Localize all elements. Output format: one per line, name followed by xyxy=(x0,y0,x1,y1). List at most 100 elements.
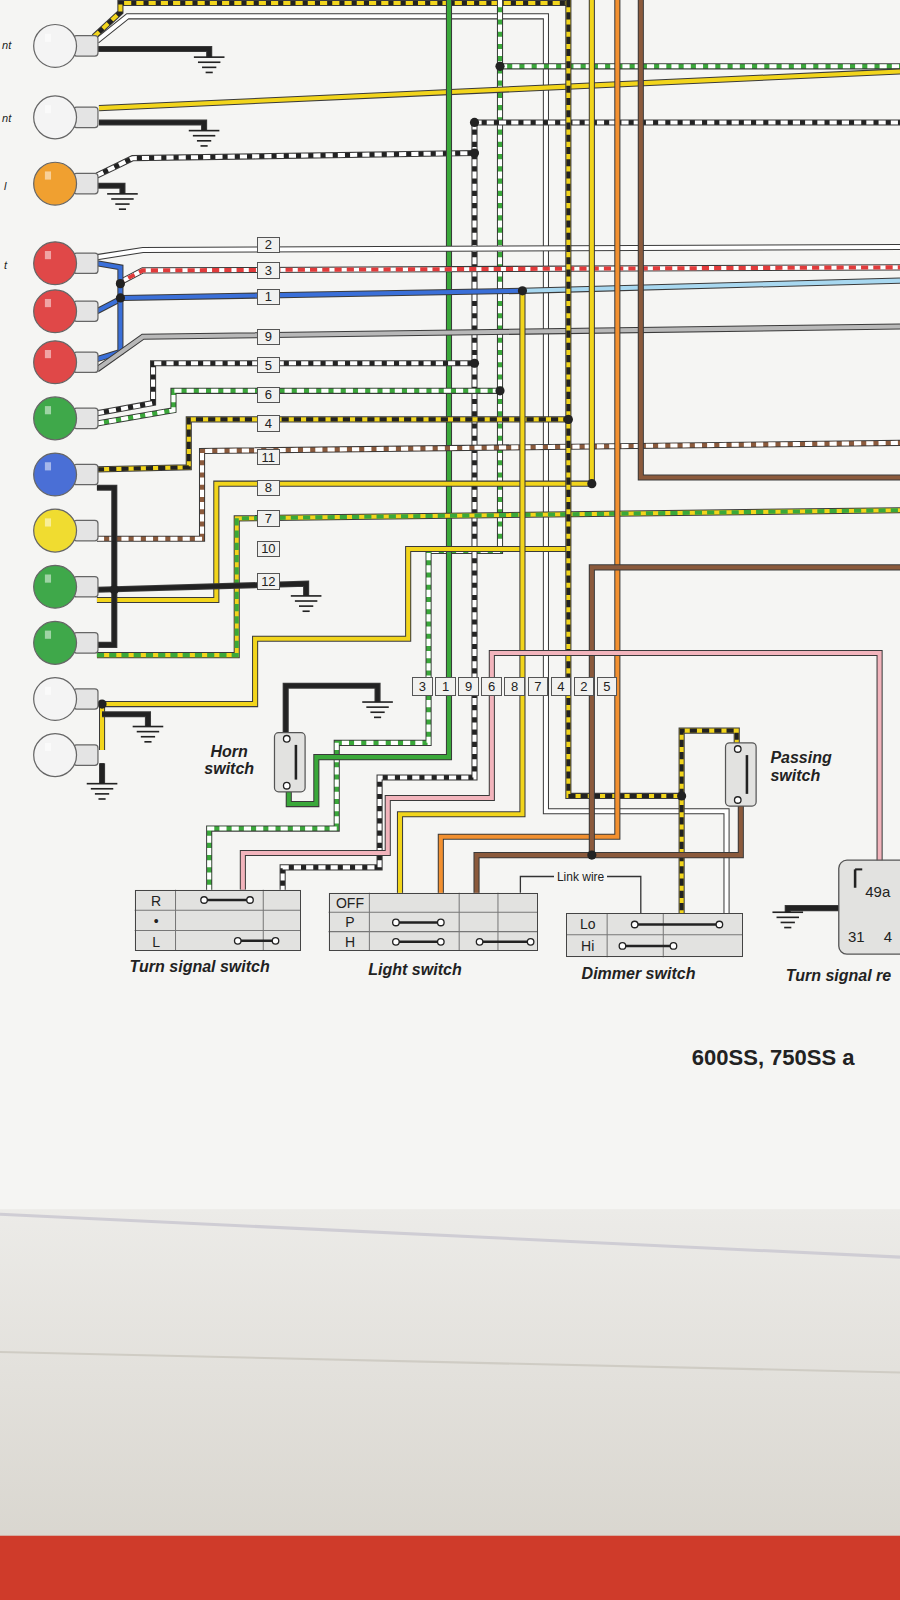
switch-box: R•LTurn signal switch xyxy=(135,890,301,951)
switch-box: OFFPHLight switch xyxy=(329,893,538,951)
switch-label: Light switch xyxy=(368,961,461,979)
tag-number: 12 xyxy=(261,574,275,589)
tag-number: 2 xyxy=(580,679,587,694)
wire xyxy=(99,71,900,108)
bulb-highlight xyxy=(45,251,51,259)
terminal-number: 49a xyxy=(865,883,890,900)
wire-stripe xyxy=(500,64,900,68)
tag-number: 8 xyxy=(511,679,518,694)
page-edge-line xyxy=(0,1214,900,1257)
ground-symbol xyxy=(144,741,151,743)
bulb xyxy=(34,162,77,205)
ground-symbol xyxy=(202,67,216,69)
contact-terminal xyxy=(619,943,626,950)
tag-number: 5 xyxy=(603,679,610,694)
wire xyxy=(97,247,900,257)
bulb-base xyxy=(73,352,97,372)
wire-outline xyxy=(102,549,568,704)
grid-line xyxy=(566,934,743,935)
switch-symbol xyxy=(274,733,305,792)
ground-symbol xyxy=(291,595,322,597)
junction-dot xyxy=(587,851,596,860)
switch-label: Dimmer switch xyxy=(582,965,696,983)
switch-position: Lo xyxy=(567,914,608,936)
connector-tag: 5 xyxy=(257,357,279,373)
switch-box: LoHiDimmer switch xyxy=(566,913,743,957)
bulb-highlight xyxy=(45,462,51,470)
page-edge-line xyxy=(0,1352,900,1372)
grid-line xyxy=(329,931,538,932)
wire-outline xyxy=(99,763,105,783)
switch-contact xyxy=(635,923,720,926)
tag-number: 6 xyxy=(488,679,495,694)
junction-dot xyxy=(116,293,125,302)
contact-terminal xyxy=(438,939,445,946)
junction-dot xyxy=(470,118,479,127)
wire xyxy=(590,0,594,484)
switch-grid-fill xyxy=(135,890,301,951)
contact-terminal xyxy=(234,938,241,945)
tag-number: 7 xyxy=(265,511,272,526)
wire-outline xyxy=(400,291,522,896)
connector-tag: 7 xyxy=(257,510,279,526)
wire xyxy=(100,704,104,750)
tag-number: 6 xyxy=(265,387,272,402)
ground-symbol xyxy=(299,605,313,607)
ground-symbol xyxy=(772,911,803,913)
switch-label: Horn switch xyxy=(198,743,260,778)
junction-dot xyxy=(470,359,479,368)
wire xyxy=(522,281,900,291)
tag-number: 5 xyxy=(265,358,272,373)
wire xyxy=(102,714,148,726)
contact-terminal xyxy=(476,939,483,946)
wire xyxy=(97,263,120,359)
wire-outline xyxy=(99,71,900,108)
cut-off-text: nt xyxy=(2,112,11,124)
tag-number: 10 xyxy=(261,541,275,556)
wire-outline xyxy=(243,653,880,890)
wire-outline xyxy=(102,714,148,726)
bulb-highlight xyxy=(45,171,51,179)
wire-outline xyxy=(500,63,900,69)
wire-stripe xyxy=(283,122,475,898)
wire-outline xyxy=(97,488,114,645)
connector-tag: 12 xyxy=(257,573,279,589)
grid-line xyxy=(663,913,664,957)
wire xyxy=(568,0,681,923)
ground-symbol xyxy=(295,600,317,602)
wire-outline xyxy=(568,0,681,923)
wire xyxy=(477,567,900,896)
switch-label: Turn signal switch xyxy=(130,958,270,976)
bulb-highlight xyxy=(45,631,51,639)
ground-symbol xyxy=(198,61,220,63)
bulb-highlight xyxy=(45,406,51,414)
contact-terminal xyxy=(247,897,254,904)
ground-symbol xyxy=(194,56,225,58)
wire xyxy=(99,122,204,130)
bulb-base xyxy=(73,577,97,597)
wire xyxy=(97,488,114,645)
switch-position: H xyxy=(330,933,371,952)
switch-symbol xyxy=(726,743,757,806)
junction-dot xyxy=(470,148,479,157)
cut-off-text: t xyxy=(4,259,7,271)
page-heading: 600SS, 750SS a xyxy=(692,1045,855,1071)
wire-stripe xyxy=(474,120,900,124)
tag-number: 7 xyxy=(534,679,541,694)
ground-symbol xyxy=(777,917,799,919)
contact-terminal xyxy=(734,746,741,753)
connector-tag: 7 xyxy=(528,677,548,696)
wire xyxy=(243,653,880,890)
wire-outline xyxy=(97,419,568,469)
ground-symbol xyxy=(107,193,138,195)
bulb-base xyxy=(73,301,97,321)
bulb-base xyxy=(73,745,97,765)
bulb-base xyxy=(73,107,97,127)
connector-tag: 1 xyxy=(435,677,455,696)
wire-outline xyxy=(286,686,378,733)
tag-number: 3 xyxy=(419,679,426,694)
relay-pin xyxy=(854,869,857,887)
wire xyxy=(283,122,475,898)
bulb-highlight xyxy=(45,687,51,695)
ground-symbol xyxy=(115,203,129,205)
